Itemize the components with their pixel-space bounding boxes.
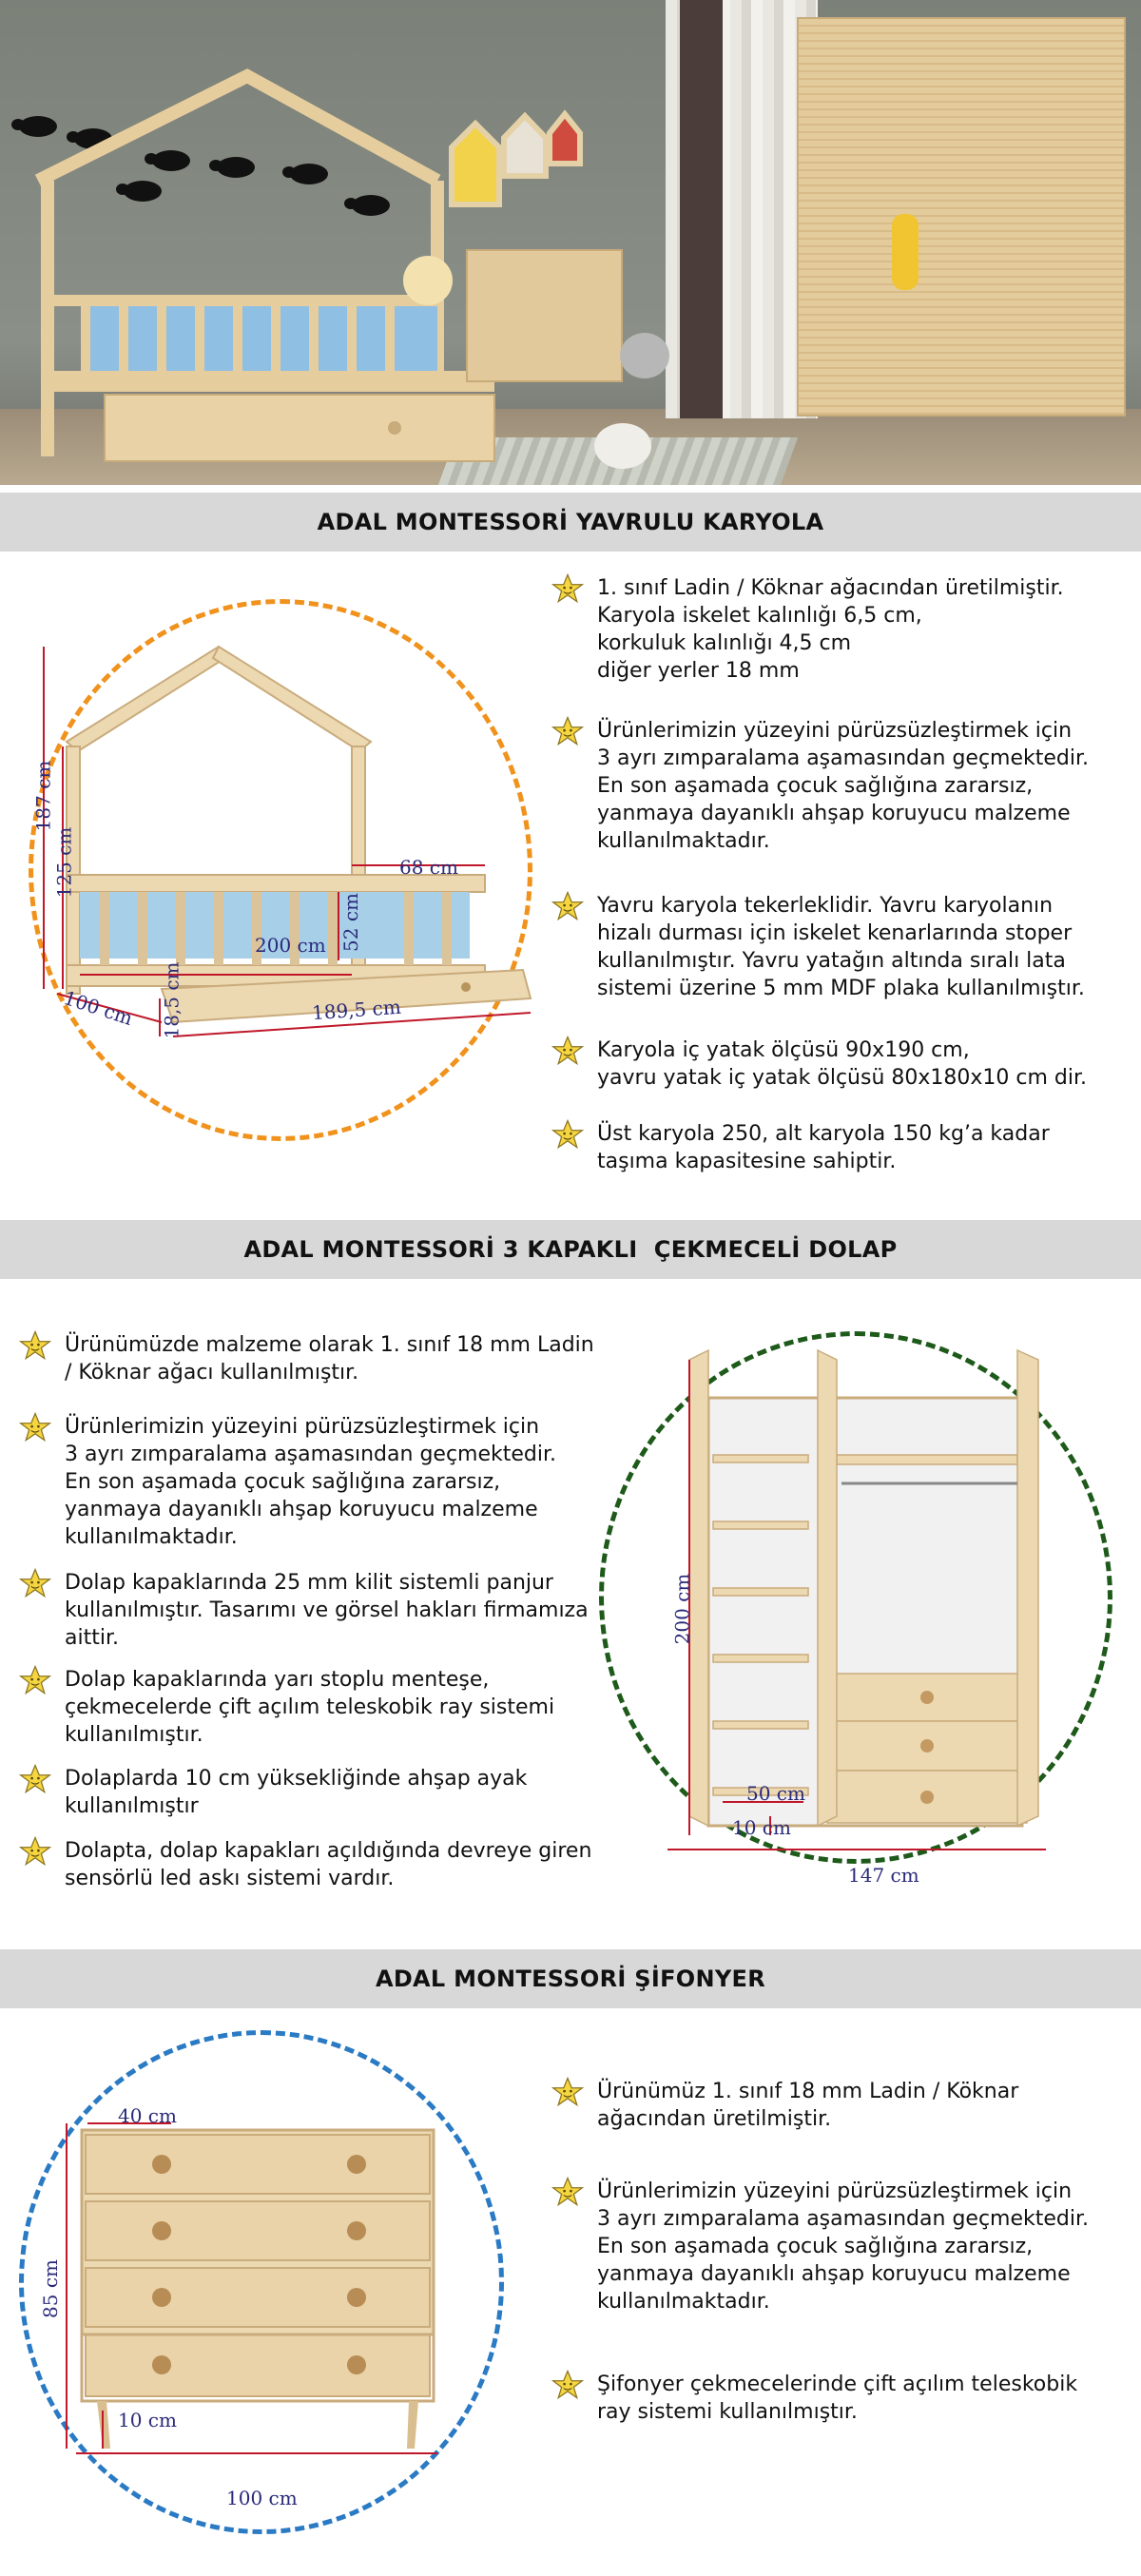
dim-chest-width: 100 cm (226, 2487, 298, 2509)
star-icon (19, 1411, 51, 1443)
chest-dimension-diagram: 40 cm 85 cm 10 cm 100 cm (19, 2021, 532, 2553)
chest-photo (466, 249, 623, 382)
dim-chest-legs: 10 cm (118, 2409, 177, 2431)
feature-item: Ürünlerimizin yüzeyini pürüzsüzleştirmek… (551, 2178, 1089, 2315)
feature-text: Dolap kapaklarında 25 mm kilit sistemli … (65, 1571, 589, 1650)
star-icon (19, 1835, 51, 1868)
feature-text: Dolap kapaklarında yarı stoplu menteşe, … (65, 1668, 555, 1747)
feature-text: Şifonyer çekmecelerinde çift açılım tele… (597, 2373, 1078, 2424)
star-icon (551, 715, 584, 747)
dim-chest-depth: 40 cm (118, 2104, 177, 2127)
dim-trundle-height: 18,5 cm (160, 961, 184, 1039)
wardrobe-photo (797, 17, 1126, 416)
blue-dashed-ring (19, 2030, 504, 2534)
feature-item: Karyola iç yatak ölçüsü 90x190 cm, yavru… (551, 1036, 1087, 1092)
feature-text: Dolaplarda 10 cm yüksekliğinde ahşap aya… (65, 1767, 528, 1818)
wardrobe-dimension-diagram: 200 cm 50 cm 10 cm 147 cm (599, 1322, 1131, 1902)
feature-item: Ürünlerimizin yüzeyini pürüzsüzleştirmek… (551, 717, 1089, 855)
bed-drawing (43, 645, 532, 1037)
feature-text: Yavru karyola tekerleklidir. Yavru karyo… (597, 894, 1085, 1000)
house-shelves (449, 109, 583, 207)
hero-room-photo (0, 0, 1141, 485)
dim-chest-height: 85 cm (38, 2259, 62, 2318)
orange-dashed-ring (29, 599, 532, 1141)
star-icon (19, 1664, 51, 1696)
dim-guard-height: 52 cm (338, 893, 362, 952)
green-dashed-ring (599, 1331, 1112, 1864)
star-icon (19, 1763, 51, 1795)
star-icon (551, 2369, 584, 2401)
feature-text: Üst karyola 250, alt karyola 150 kg’a ka… (597, 1122, 1050, 1173)
feature-item: Üst karyola 250, alt karyola 150 kg’a ka… (551, 1120, 1050, 1175)
dim-wardrobe-depth: 50 cm (746, 1782, 805, 1805)
feature-text: Ürünlerimizin yüzeyini pürüzsüzleştirmek… (597, 2179, 1089, 2314)
curtain-dark (680, 0, 723, 418)
section-title-bed: ADAL MONTESSORİ YAVRULU KARYOLA (0, 493, 1141, 552)
chest-drawing (66, 2122, 437, 2454)
feature-item: Yavru karyola tekerleklidir. Yavru karyo… (551, 892, 1085, 1002)
dim-wardrobe-width: 147 cm (848, 1864, 919, 1887)
dim-bed-rail-height: 125 cm (52, 826, 76, 899)
star-icon (551, 1118, 584, 1151)
dim-guard-width: 68 cm (399, 856, 458, 879)
section-title-wardrobe: ADAL MONTESSORİ 3 KAPAKLI ÇEKMECELİ DOLA… (0, 1220, 1141, 1279)
feature-text: Ürünlerimizin yüzeyini pürüzsüzleştirmek… (597, 719, 1089, 853)
feature-text: Karyola iç yatak ölçüsü 90x190 cm, yavru… (597, 1038, 1088, 1090)
dim-wardrobe-height: 200 cm (670, 1573, 694, 1645)
feature-item: Ürünlerimizin yüzeyini pürüzsüzleştirmek… (19, 1413, 556, 1551)
dim-bed-height: 187 cm (31, 760, 55, 832)
elephant-toy (620, 333, 669, 378)
star-icon (551, 2076, 584, 2108)
feature-text: Ürünümüz 1. sınıf 18 mm Ladin / Köknar a… (597, 2080, 1019, 2131)
feature-item: Dolaplarda 10 cm yüksekliğinde ahşap aya… (19, 1765, 527, 1820)
feature-item: Dolapta, dolap kapakları açıldığında dev… (19, 1837, 591, 1892)
star-icon (551, 890, 584, 922)
feature-item: Ürünümüz 1. sınıf 18 mm Ladin / Köknar a… (551, 2078, 1018, 2133)
feature-item: Dolap kapaklarında 25 mm kilit sistemli … (19, 1569, 589, 1652)
montessori-bed-photo (34, 68, 495, 462)
feature-text: Ürünlerimizin yüzeyini pürüzsüzleştirmek… (65, 1415, 556, 1549)
feature-item: Dolap kapaklarında yarı stoplu menteşe, … (19, 1666, 554, 1749)
wardrobe-drawing (667, 1348, 1046, 1850)
feature-item: Şifonyer çekmecelerinde çift açılım tele… (551, 2371, 1077, 2426)
star-icon (551, 572, 584, 605)
section-title-chest: ADAL MONTESSORİ ŞİFONYER (0, 1949, 1141, 2008)
dim-bed-length: 200 cm (255, 934, 326, 957)
star-icon (19, 1329, 51, 1362)
plush-toy (594, 423, 651, 469)
star-icon (551, 2176, 584, 2208)
dim-wardrobe-legs: 10 cm (732, 1816, 791, 1839)
star-icon (551, 1035, 584, 1067)
giraffe-toy (892, 214, 919, 290)
star-icon (19, 1567, 51, 1599)
bed-dimension-diagram: 187 cm 125 cm 68 cm 52 cm 200 cm 100 cm … (10, 590, 542, 1160)
feature-item: 1. sınıf Ladin / Köknar ağacından üretil… (551, 574, 1064, 685)
feature-item: Ürünümüzde malzeme olarak 1. sınıf 18 mm… (19, 1331, 594, 1386)
feature-text: Ürünümüzde malzeme olarak 1. sınıf 18 mm… (65, 1333, 594, 1385)
feature-text: Dolapta, dolap kapakları açıldığında dev… (65, 1839, 592, 1890)
feature-text: 1. sınıf Ladin / Köknar ağacından üretil… (597, 576, 1064, 683)
